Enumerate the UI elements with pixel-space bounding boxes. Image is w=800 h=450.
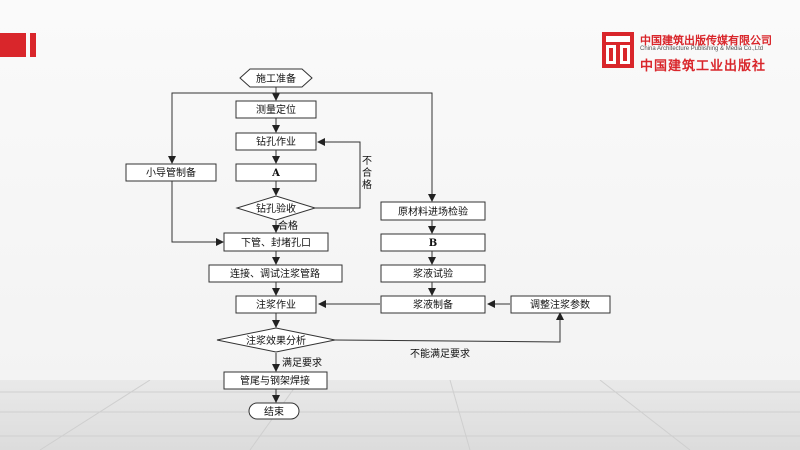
node-slurry-test	[380, 264, 486, 283]
publisher-emblem-icon	[602, 32, 634, 68]
red-accent-bar	[0, 33, 26, 57]
node-material-check	[380, 201, 486, 221]
label-end: 结束	[264, 405, 284, 418]
label-fail-char: 合	[362, 166, 372, 179]
label-survey: 测量定位	[256, 103, 296, 116]
label-drill-check: 钻孔验收	[256, 202, 296, 215]
publisher-name-cn: 中国建筑出版传媒有限公司	[640, 34, 772, 47]
publisher-logo: 中国建筑出版传媒有限公司 China Architecture Publishi…	[600, 30, 790, 74]
publisher-name-en: China Architecture Publishing & Media Co…	[640, 46, 764, 52]
background	[0, 0, 800, 380]
fail-loop-connector	[315, 138, 361, 209]
node-analysis	[216, 327, 336, 353]
label-b: B	[429, 238, 437, 249]
node-a	[235, 163, 317, 182]
label-pass: 合格	[278, 219, 298, 232]
connector	[171, 181, 224, 246]
red-accent-stripe	[30, 33, 36, 57]
label-small-pipe: 小导管制备	[146, 166, 196, 179]
label-slurry-prep: 浆液制备	[413, 298, 453, 311]
not-meet-connector	[334, 312, 564, 343]
label-fail: 不合格	[362, 156, 372, 191]
connector	[276, 92, 436, 202]
floor-grid	[0, 380, 800, 450]
label-fail-char: 格	[362, 178, 372, 191]
node-end	[248, 402, 300, 420]
node-welding	[223, 371, 328, 390]
node-grouting	[235, 295, 317, 314]
label-meet: 满足要求	[282, 357, 322, 369]
label-lower-pipe: 下管、封堵孔口	[241, 236, 311, 249]
node-connect-test	[208, 264, 343, 283]
label-fail-char: 不	[362, 156, 372, 167]
node-adjust-params	[510, 295, 611, 314]
label-welding: 管尾与钢架焊接	[240, 374, 310, 387]
node-drilling	[235, 132, 317, 151]
node-start	[239, 68, 313, 88]
label-not-meet: 不能满足要求	[410, 347, 470, 360]
label-a: A	[271, 168, 280, 179]
label-connect-test: 连接、调试注浆管路	[230, 267, 320, 280]
label-adjust-params: 调整注浆参数	[530, 298, 590, 311]
label-analysis: 注浆效果分析	[246, 334, 306, 347]
node-survey	[235, 100, 317, 119]
node-drill-check	[235, 195, 317, 221]
node-lower-pipe	[223, 232, 329, 252]
label-grouting: 注浆作业	[256, 298, 296, 311]
node-b	[380, 233, 486, 252]
node-small-pipe	[125, 163, 217, 182]
label-drilling: 钻孔作业	[256, 135, 296, 148]
floor-background	[0, 380, 800, 450]
label-material-check: 原材料进场检验	[398, 205, 468, 218]
publisher-brand-cn: 中国建筑工业出版社	[640, 59, 767, 74]
node-slurry-prep	[380, 295, 486, 314]
connector	[168, 92, 276, 164]
label-slurry-test: 浆液试验	[413, 267, 453, 280]
label-start: 施工准备	[256, 72, 296, 85]
